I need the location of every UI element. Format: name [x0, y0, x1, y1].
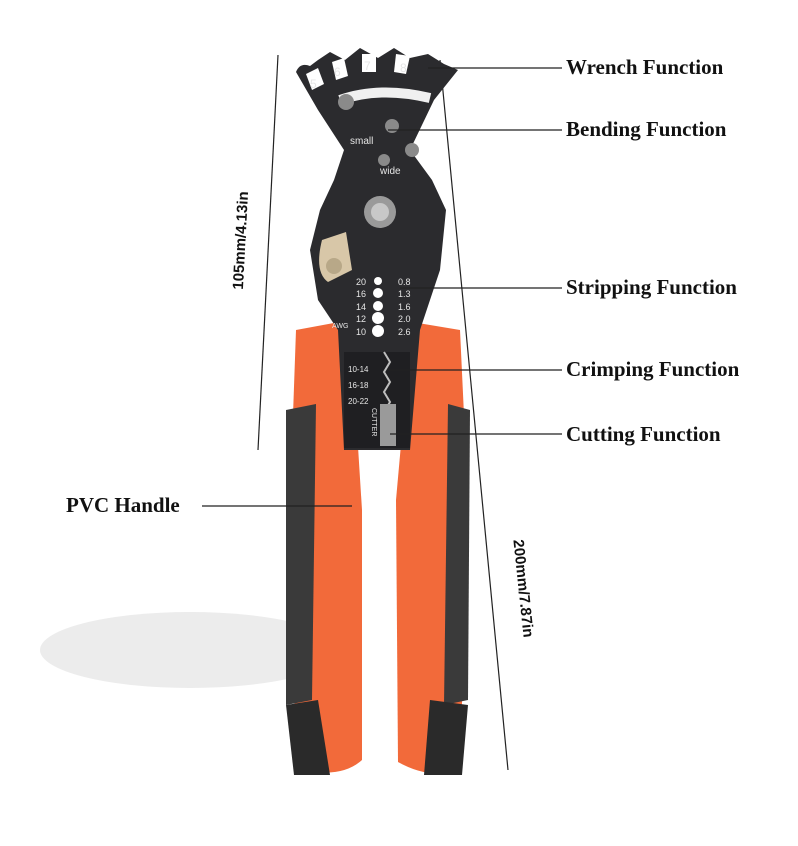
awg-size-label: 12 [356, 314, 366, 324]
total-dimension-line [439, 59, 509, 771]
floor-shadow [40, 612, 340, 688]
pvc-handle-label: PVC Handle [66, 493, 180, 517]
mm-size-label: 1.3 [398, 289, 411, 299]
wrench-function-label: Wrench Function [566, 55, 724, 79]
awg-size-label: 20 [356, 277, 366, 287]
crimp-range-label: 16-18 [348, 381, 369, 390]
head-dimension-line [257, 54, 279, 451]
mm-scale: 0.8 1.3 1.6 2.0 2.6 [398, 277, 411, 337]
right-handle [396, 322, 470, 775]
plier-head [296, 48, 458, 450]
awg-unit-label: AWG [332, 323, 348, 330]
bend-small-label: small [350, 136, 373, 147]
awg-size-label: 16 [356, 289, 366, 299]
crimp-range-label: 20-22 [348, 397, 369, 406]
bending-function-label: Bending Function [566, 117, 727, 141]
mm-size-label: 1.6 [398, 302, 411, 312]
crimping-function-label: Crimping Function [566, 357, 740, 381]
stripping-function-label: Stripping Function [566, 275, 737, 299]
wrench-size-label: 7 [364, 59, 371, 73]
crimp-range-markings: 10-14 16-18 20-22 [348, 365, 369, 406]
mm-size-label: 0.8 [398, 277, 411, 287]
awg-size-label: 14 [356, 302, 366, 312]
wrench-size-label: 8 [400, 61, 407, 75]
cutter-label: CUTTER [370, 408, 377, 436]
wrench-size-label: 6 [334, 65, 341, 79]
awg-scale: 20 16 14 12 10 AWG [332, 277, 366, 337]
awg-size-label: 10 [356, 327, 366, 337]
bend-wide-label: wide [379, 166, 401, 177]
wrench-size-markings: 5 6 7 8 [310, 59, 407, 91]
mm-size-label: 2.0 [398, 314, 411, 324]
cutting-function-label: Cutting Function [566, 422, 721, 446]
crimp-range-label: 10-14 [348, 365, 369, 374]
mm-size-label: 2.6 [398, 327, 411, 337]
wrench-size-label: 5 [310, 77, 317, 91]
